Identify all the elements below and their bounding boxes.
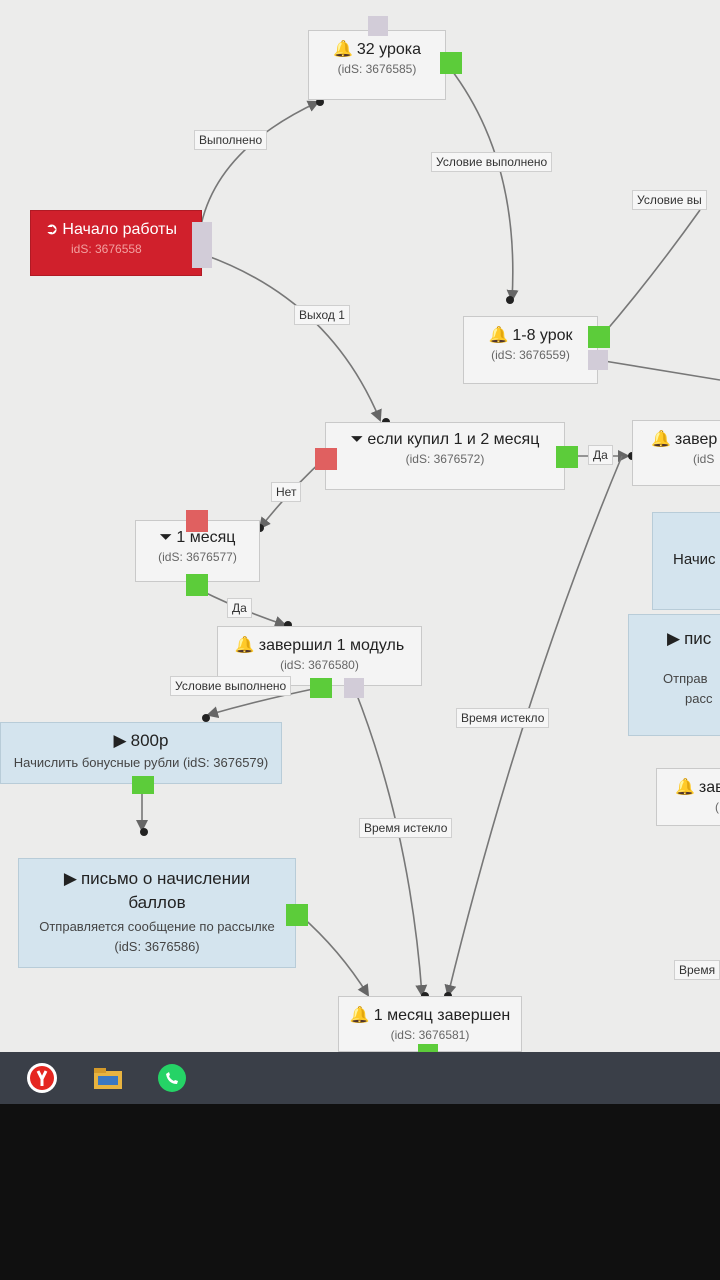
edge-label-no: Нет bbox=[271, 482, 302, 502]
output-port[interactable] bbox=[418, 1044, 438, 1055]
edge-start-to-32 bbox=[199, 100, 320, 231]
edge-label-timeout: Время истекло bbox=[359, 818, 453, 838]
edge-label-condition: Условие выполнено bbox=[431, 152, 553, 172]
node-title: завершил 1 модуль bbox=[258, 637, 405, 654]
node-id: (idS bbox=[693, 452, 715, 466]
node-title: 32 урока bbox=[356, 41, 422, 58]
edge-label-timeout-right: Время bbox=[674, 960, 720, 980]
node-title: зав bbox=[698, 779, 720, 796]
play-icon: ▶ bbox=[113, 731, 127, 750]
node-description-2: расс bbox=[685, 691, 713, 706]
output-port-yes[interactable] bbox=[186, 574, 208, 596]
edge-module1-to-800 bbox=[206, 687, 319, 718]
node-if-bought-1-2[interactable]: ⏷если купил 1 и 2 месяц (idS: 3676572) bbox=[325, 422, 565, 490]
node-id: idS: 3676558 bbox=[71, 242, 142, 256]
node-title: письмо о начислении баллов bbox=[80, 869, 251, 912]
bell-icon: 🔔 bbox=[234, 637, 255, 654]
output-port[interactable] bbox=[132, 776, 154, 794]
output-port[interactable] bbox=[286, 904, 308, 926]
play-icon: ▶ bbox=[63, 869, 77, 888]
node-right-top[interactable]: 🔔завер (idS bbox=[632, 420, 720, 486]
node-800-rub[interactable]: ▶800р Начислить бонусные рубли (idS: 367… bbox=[0, 722, 282, 784]
edge-label-yes: Да bbox=[588, 445, 613, 465]
output-port[interactable] bbox=[310, 678, 332, 698]
edge-label-condition-right: Условие вы bbox=[632, 190, 707, 210]
node-lessons-1-8[interactable]: 🔔1-8 урок (idS: 3676559) bbox=[463, 316, 598, 384]
node-title: если купил 1 и 2 месяц bbox=[367, 431, 540, 448]
node-title: пис bbox=[684, 629, 712, 648]
output-port[interactable] bbox=[588, 350, 608, 370]
whatsapp-icon[interactable] bbox=[156, 1062, 188, 1094]
edge-label-timeout: Время истекло bbox=[456, 708, 550, 728]
play-icon: ▶ bbox=[667, 629, 681, 648]
file-explorer-icon[interactable] bbox=[92, 1062, 124, 1094]
node-title: 1 месяц bbox=[176, 529, 236, 546]
node-title: 1-8 урок bbox=[512, 327, 573, 344]
bell-icon: 🔔 bbox=[651, 431, 671, 448]
bell-icon: 🔔 bbox=[675, 779, 695, 796]
login-icon: ➲ bbox=[45, 221, 59, 238]
output-port-no[interactable] bbox=[186, 510, 208, 532]
bell-icon: 🔔 bbox=[488, 327, 509, 344]
edge-label-done: Выполнено bbox=[194, 130, 268, 150]
node-32-lessons[interactable]: 🔔32 урока (idS: 3676585) bbox=[308, 30, 446, 100]
node-id: (idS: 3676580) bbox=[280, 658, 359, 672]
taskbar bbox=[0, 1052, 720, 1104]
node-description: Отправляется сообщение по рассылке (idS:… bbox=[39, 919, 275, 954]
edge-label-yes: Да bbox=[227, 598, 252, 618]
node-title: завер bbox=[674, 431, 718, 448]
filter-icon: ⏷ bbox=[159, 529, 173, 546]
edge-32-to-18 bbox=[449, 67, 519, 302]
edge-letter-to-done bbox=[299, 914, 370, 997]
output-port-yes[interactable] bbox=[556, 446, 578, 468]
edge-label-exit: Выход 1 bbox=[294, 305, 350, 325]
node-right-blue-1[interactable]: Начис bbox=[652, 512, 720, 610]
edge-module1-to-done bbox=[354, 689, 428, 997]
edge-start-to-bought bbox=[204, 254, 382, 422]
node-title: 1 месяц завершен bbox=[373, 1007, 511, 1024]
output-port[interactable] bbox=[440, 52, 462, 74]
edge-18-to-right bbox=[597, 359, 720, 381]
node-id: (idS: 3676572) bbox=[405, 452, 485, 466]
edge-label-condition: Условие выполнено bbox=[170, 676, 292, 696]
yandex-browser-icon[interactable] bbox=[26, 1062, 58, 1094]
input-port[interactable] bbox=[368, 16, 388, 36]
node-letter-bonus[interactable]: ▶письмо о начислении баллов Отправляется… bbox=[18, 858, 296, 968]
monitor-bezel bbox=[0, 1104, 720, 1280]
node-title: Начало работы bbox=[62, 221, 177, 238]
node-start[interactable]: ➲Начало работы idS: 3676558 bbox=[30, 210, 202, 276]
output-port[interactable] bbox=[344, 678, 364, 698]
node-description: Начислить бонусные рубли (idS: 3676579) bbox=[13, 755, 269, 770]
node-right-blue-2[interactable]: ▶пис Отправ расс bbox=[628, 614, 720, 736]
flow-editor-canvas[interactable]: 🔔32 урока (idS: 3676585) ➲Начало работы … bbox=[0, 0, 720, 1055]
node-description-1: Отправ bbox=[663, 671, 708, 686]
node-title: Начис bbox=[673, 551, 716, 568]
node-right-bottom[interactable]: 🔔зав ( bbox=[656, 768, 720, 826]
node-id: (idS: 3676559) bbox=[491, 348, 570, 362]
output-port[interactable] bbox=[588, 326, 610, 348]
bell-icon: 🔔 bbox=[349, 1007, 370, 1024]
bell-icon: 🔔 bbox=[332, 41, 353, 58]
node-title: 800р bbox=[130, 731, 169, 750]
output-port-no[interactable] bbox=[315, 448, 337, 470]
edge-right-to-18 bbox=[599, 209, 701, 339]
filter-icon: ⏷ bbox=[350, 431, 364, 448]
output-port[interactable] bbox=[192, 222, 212, 268]
node-id: (idS: 3676577) bbox=[158, 550, 237, 564]
node-id: ( bbox=[715, 800, 719, 814]
node-id: (idS: 3676581) bbox=[390, 1028, 470, 1042]
node-id: (idS: 3676585) bbox=[337, 62, 417, 76]
